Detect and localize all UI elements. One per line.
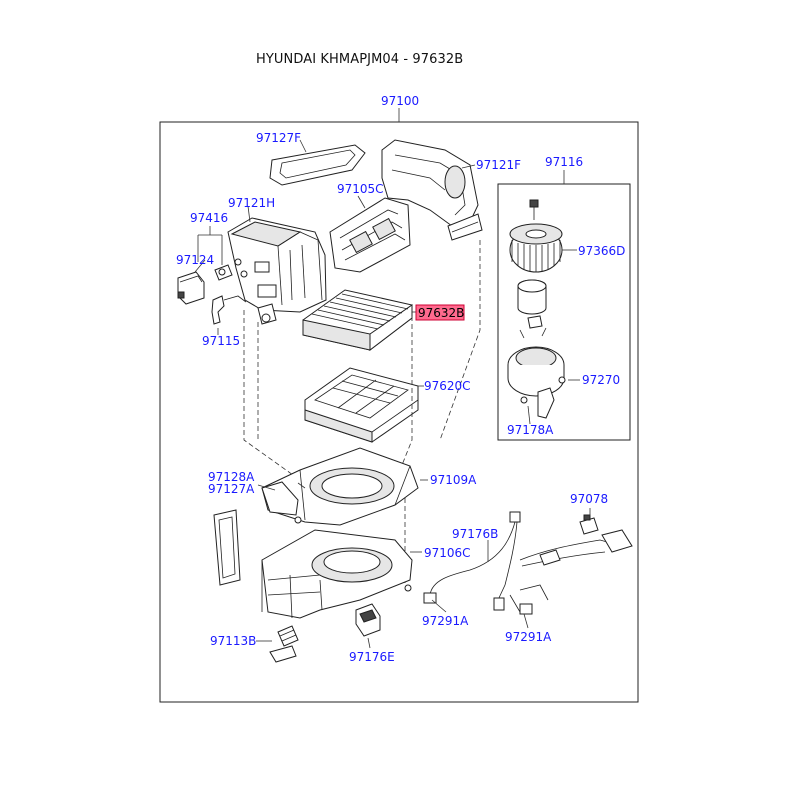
resistor-97113b	[269, 625, 299, 663]
label-97270: 97270	[582, 373, 620, 387]
duct-97121f	[381, 139, 483, 241]
bracket-97178a	[520, 387, 555, 419]
label-97100: 97100	[381, 94, 419, 108]
wiring-harness-97176b	[423, 511, 633, 615]
label-97078: 97078	[570, 492, 608, 506]
label-97105c: 97105C	[337, 182, 384, 196]
label-97115: 97115	[202, 334, 240, 348]
label-97116: 97116	[545, 155, 583, 169]
label-97176b: 97176B	[452, 527, 498, 541]
blower-motor	[517, 279, 547, 339]
part-97176e	[355, 603, 381, 637]
label-97128a: 97128A	[208, 470, 255, 484]
label-97113b: 97113B	[210, 634, 256, 648]
lower-case-97106c	[261, 529, 413, 619]
blower-housing-97270	[507, 346, 566, 397]
actuator-97124	[177, 264, 233, 305]
middle-case-97109a	[261, 447, 419, 526]
label-97109a: 97109A	[430, 473, 477, 487]
gasket-97127f	[269, 144, 366, 186]
label-97127a: 97127A	[208, 482, 255, 496]
label-97632b: 97632B	[418, 306, 464, 320]
blower-fan-97366d	[509, 199, 563, 273]
gasket-97127a	[213, 509, 241, 586]
blower-motor-subframe	[497, 183, 631, 441]
label-97127f: 97127F	[256, 131, 301, 145]
label-97366d: 97366D	[578, 244, 625, 258]
filter-cover-97620c	[304, 367, 419, 443]
connector-97078	[579, 514, 599, 535]
label-97291a-right: 97291A	[505, 630, 552, 644]
link-97115	[211, 295, 247, 325]
label-97124: 97124	[176, 253, 214, 267]
label-97416: 97416	[190, 211, 228, 225]
highlight-97632b	[415, 304, 465, 321]
label-97106c: 97106C	[424, 546, 471, 560]
label-97121f: 97121F	[476, 158, 521, 172]
label-97176e: 97176E	[349, 650, 395, 664]
label-97121h: 97121H	[228, 196, 275, 210]
label-97291a-left: 97291A	[422, 614, 469, 628]
intake-case-97121h	[227, 217, 327, 325]
door-97105c	[329, 197, 411, 273]
bracket-97416	[197, 234, 248, 278]
label-97178a: 97178A	[507, 423, 554, 437]
label-97620c: 97620C	[424, 379, 471, 393]
diagram-title: HYUNDAI KHMAPJM04 - 97632B	[256, 52, 464, 67]
